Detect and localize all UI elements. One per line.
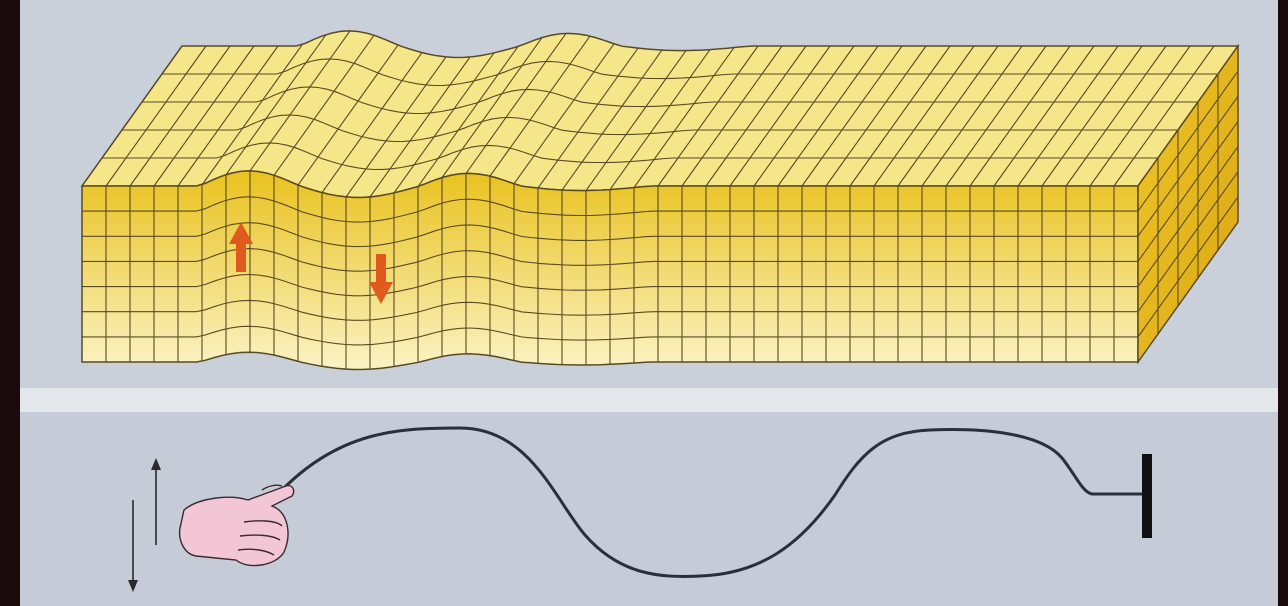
motion-indicator-icon	[128, 458, 161, 592]
panel-separator	[20, 388, 1278, 414]
block-front-grid	[82, 170, 1138, 370]
block-side-face	[1137, 43, 1239, 365]
up-arrow-icon	[229, 222, 253, 272]
down-arrow-icon	[369, 254, 393, 304]
hand-icon	[178, 484, 295, 567]
block-top-grid	[81, 30, 1239, 198]
wave-block	[80, 30, 1240, 371]
rope	[278, 426, 1144, 578]
wall-post	[1142, 454, 1152, 538]
block-side-grid	[1137, 70, 1239, 338]
